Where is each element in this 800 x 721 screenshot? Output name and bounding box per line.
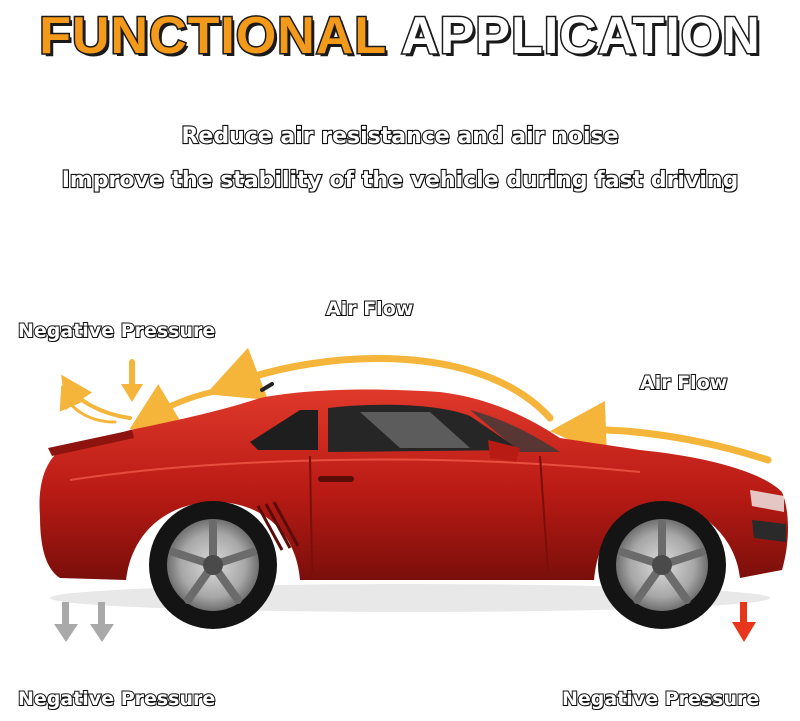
air-flow-arrow-roof bbox=[205, 347, 554, 422]
air-flow-arrow-hood bbox=[550, 400, 772, 464]
car-door-line bbox=[309, 455, 549, 573]
subtitle-line-2: Improve the stability of the vehicle dur… bbox=[61, 167, 740, 194]
car bbox=[39, 382, 788, 580]
label-negative-pressure-bottom-right: Negative Pressure bbox=[561, 687, 760, 711]
negative-pressure-arrow-red bbox=[732, 602, 756, 642]
car-rear-spoiler bbox=[48, 430, 134, 456]
rear-wheel bbox=[149, 501, 277, 629]
air-flow-arrow-swirl-2 bbox=[59, 384, 117, 424]
front-wheel bbox=[598, 501, 726, 629]
car-door-handle bbox=[318, 476, 354, 482]
car-front-grille bbox=[752, 520, 786, 542]
car-rear-window bbox=[250, 410, 318, 450]
air-flow-arrow-rear bbox=[129, 384, 215, 430]
label-air-flow-right: Air Flow bbox=[639, 371, 728, 395]
car-body bbox=[39, 389, 788, 580]
air-flow-arrow-swirl bbox=[61, 374, 132, 420]
car-side-vents bbox=[256, 501, 300, 551]
headline-word-application: APPLICATION bbox=[400, 6, 762, 67]
label-air-flow-top: Air Flow bbox=[325, 297, 414, 321]
car-side-mirror bbox=[488, 440, 520, 462]
car-windshield bbox=[470, 410, 560, 452]
label-negative-pressure-top-left: Negative Pressure bbox=[17, 319, 216, 343]
car-side-window bbox=[328, 404, 520, 452]
car-headlight bbox=[750, 490, 784, 512]
car-shoulder-line bbox=[69, 458, 641, 481]
car-airflow-illustration bbox=[39, 347, 788, 642]
label-negative-pressure-bottom-left: Negative Pressure bbox=[17, 687, 216, 711]
car-antenna bbox=[260, 382, 274, 392]
subtitle-line-1: Reduce air resistance and air noise bbox=[180, 123, 619, 150]
car-window-glare bbox=[360, 412, 470, 448]
headline-word-functional: FUNCTIONAL bbox=[38, 6, 388, 67]
negative-pressure-arrowhead-top bbox=[121, 384, 143, 402]
negative-pressure-arrows-gray bbox=[54, 602, 114, 642]
